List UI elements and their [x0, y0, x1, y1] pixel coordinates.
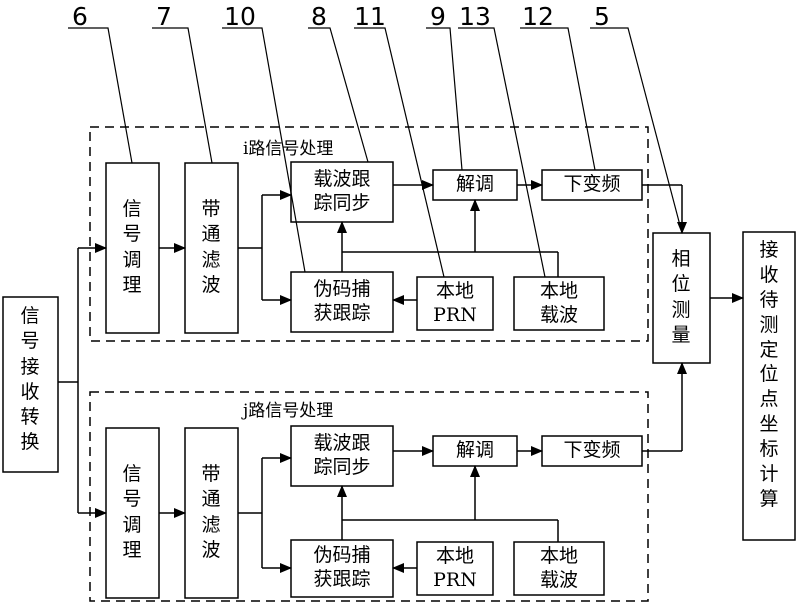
group-j-title: j路信号处理: [243, 401, 334, 421]
receiver-label: 信号接收转换: [20, 305, 40, 454]
i-code-acq-label: 伪码捕获跟踪: [313, 278, 371, 324]
j-bandpass-label: 带通滤波: [201, 463, 221, 561]
callout-7: 7: [156, 2, 172, 31]
position-calc-label: 接收待测定位点坐标计算: [759, 239, 779, 510]
callout-12: 12: [522, 2, 554, 31]
i-local-carrier-block: [513, 276, 605, 331]
callout-8: 8: [311, 2, 327, 31]
callout-leaders: [68, 27, 683, 278]
i-demod-label: 解调: [455, 173, 494, 195]
j-demod-label: 解调: [455, 439, 494, 461]
callout-9: 9: [430, 2, 446, 31]
j-local-carrier-block: [513, 541, 605, 596]
j-carrier-track-label: 载波跟踪同步: [313, 432, 371, 478]
callout-10: 10: [224, 2, 256, 31]
group-i-title: i路信号处理: [243, 139, 334, 159]
j-conditioning-label: 信号调理: [122, 463, 142, 561]
i-downconv-label: 下变频: [563, 173, 621, 195]
i-carrier-track-label: 载波跟踪同步: [313, 168, 371, 214]
j-code-acq-label: 伪码捕获跟踪: [313, 544, 371, 590]
i-local-prn-block: [416, 276, 494, 331]
callout-6: 6: [72, 2, 88, 31]
j-downconv-label: 下变频: [563, 439, 621, 461]
callout-5: 5: [594, 2, 610, 31]
i-bandpass-label: 带通滤波: [201, 198, 221, 296]
group-i-frame: [89, 126, 649, 342]
callout-11: 11: [354, 2, 386, 31]
i-local-carrier-label: 本地载波: [539, 280, 578, 326]
receiver-block: [2, 296, 59, 473]
j-local-carrier-label: 本地载波: [539, 545, 578, 591]
i-conditioning-label: 信号调理: [122, 198, 142, 296]
callout-13: 13: [459, 2, 491, 31]
phase-measure-label: 相位测量: [671, 248, 691, 346]
group-j-frame: [89, 391, 649, 602]
position-calc-block: [742, 231, 796, 541]
